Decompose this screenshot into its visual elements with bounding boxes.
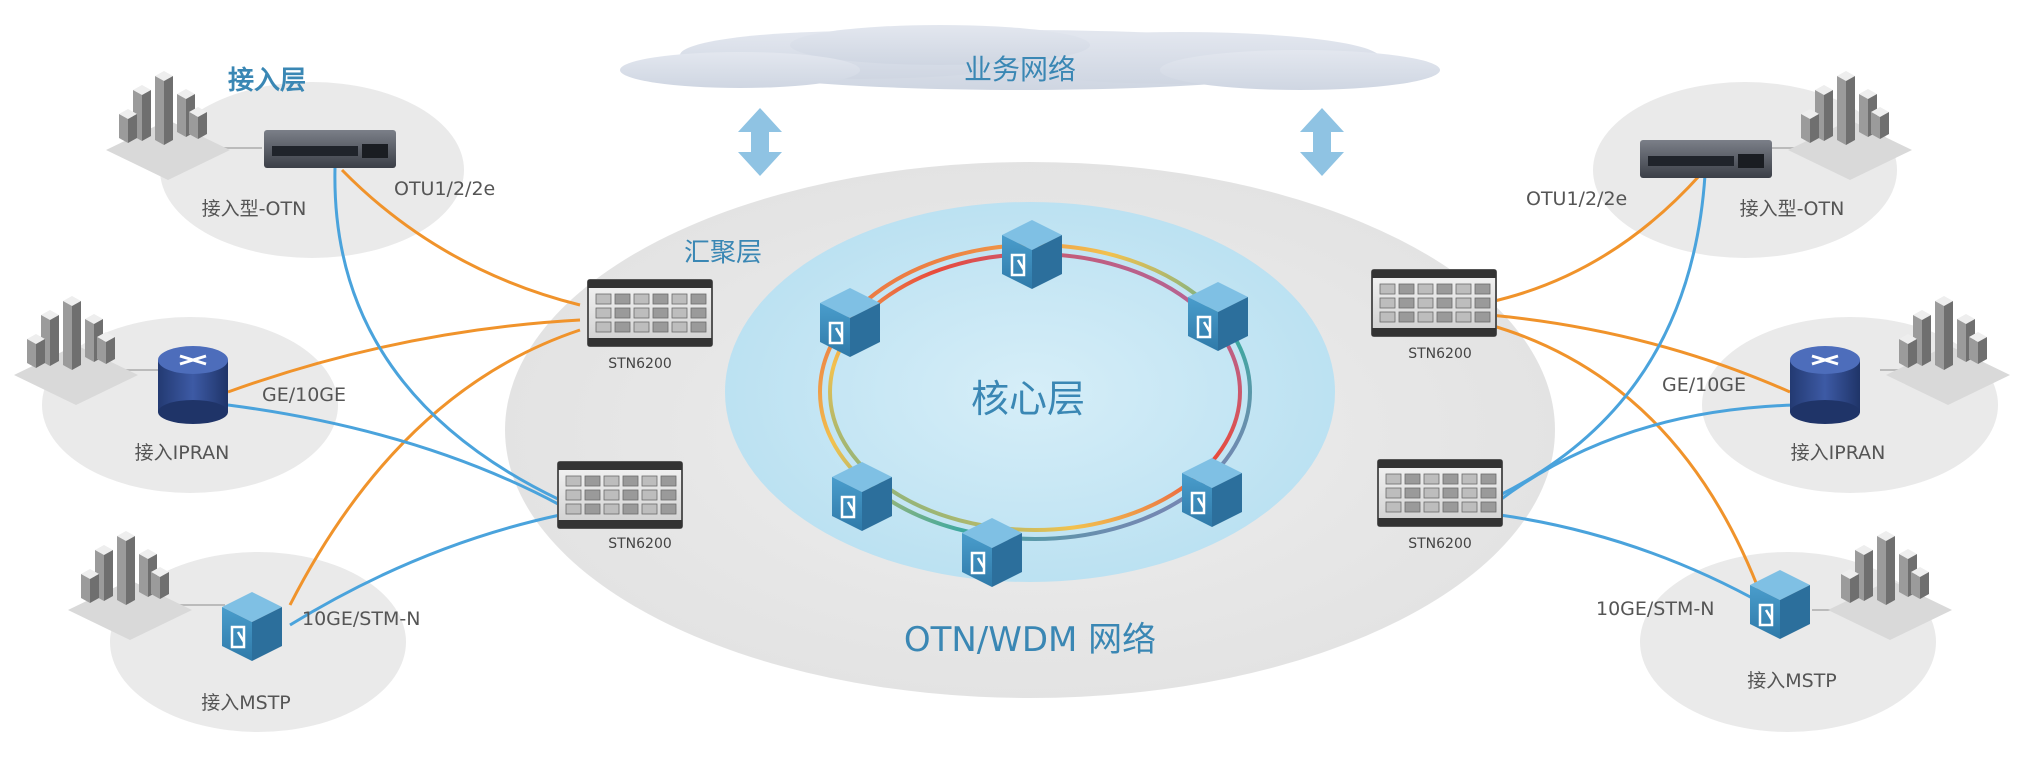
business-network-label: 业务网络	[963, 53, 1077, 86]
cloud-icon	[620, 25, 1440, 90]
otn-node-cube-icon	[832, 462, 892, 531]
right-otn-name: 接入型-OTN	[1739, 198, 1845, 220]
link-right-ipran-to-bottom	[1499, 403, 1796, 502]
access-otn-switch-left	[264, 130, 396, 168]
rack-label-right-top: STN6200	[1408, 346, 1472, 362]
right-ipran-link: GE/10GE	[1662, 374, 1747, 396]
right-mstp-link: 10GE/STM-N	[1596, 598, 1715, 620]
building-icon	[14, 296, 138, 405]
link-left-mstp-to-bottom	[289, 513, 561, 627]
link-left-ipran-to-bottom	[227, 403, 561, 507]
stn6200-rack-icon	[1377, 459, 1503, 527]
router-icon-left	[158, 346, 228, 424]
left-otn-name: 接入型-OTN	[201, 198, 307, 220]
buildings	[14, 71, 2010, 640]
mstp-cube-icon	[1750, 570, 1810, 639]
link-right-mstp-to-top	[1489, 323, 1764, 599]
router-icon-right	[1790, 346, 1860, 424]
building-icon	[68, 531, 192, 640]
double-arrow-left-icon	[738, 108, 782, 176]
left-ipran-name: 接入IPRAN	[134, 442, 230, 464]
link-right-mstp-to-bottom	[1499, 513, 1766, 607]
link-left-ipran-to-top	[227, 318, 581, 394]
aggregation-layer-title: 汇聚层	[684, 238, 763, 268]
link-left-otn-to-bottom	[333, 167, 561, 502]
rack-label-left-bottom: STN6200	[608, 536, 672, 552]
rack-label-right-bottom: STN6200	[1408, 536, 1472, 552]
building-icon	[1828, 531, 1952, 640]
stn6200-rack-icon	[1371, 269, 1497, 337]
right-otn-link: OTU1/2/2e	[1526, 188, 1628, 210]
otn-network-label: OTN/WDM 网络	[903, 620, 1157, 660]
building-icon	[1788, 71, 1912, 180]
otn-node-cube-icon	[1002, 220, 1062, 289]
core-nodes	[222, 220, 1810, 661]
stn6200-racks	[557, 269, 1503, 529]
otn-node-cube-icon	[1188, 282, 1248, 351]
left-otn-link: OTU1/2/2e	[394, 178, 496, 200]
left-ipran-link: GE/10GE	[262, 384, 347, 406]
link-left-mstp-to-top	[288, 328, 581, 606]
link-left-otn-to-top	[340, 168, 581, 307]
left-mstp-link: 10GE/STM-N	[302, 608, 421, 630]
link-right-ipran-to-top	[1489, 313, 1791, 394]
otn-node-cube-icon	[1182, 458, 1242, 527]
right-mstp-name: 接入MSTP	[1747, 670, 1837, 692]
mstp-cube-icon	[222, 592, 282, 661]
double-arrow-right-icon	[1300, 108, 1344, 176]
building-icon	[1886, 296, 2010, 405]
stn6200-rack-icon	[587, 279, 713, 347]
left-otn-circle	[160, 82, 464, 258]
core-layer-title: 核心层	[970, 377, 1086, 421]
otn-node-cube-icon	[962, 518, 1022, 587]
rack-ring-links	[682, 310, 1372, 504]
right-ipran-name: 接入IPRAN	[1790, 442, 1886, 464]
link-right-otn-to-top	[1489, 173, 1702, 304]
rack-label-left-top: STN6200	[608, 356, 672, 372]
stn6200-rack-icon	[557, 461, 683, 529]
building-icon	[106, 71, 230, 180]
access-otn-switch-right	[1640, 140, 1772, 178]
access-layer-title: 接入层	[228, 66, 307, 96]
left-mstp-name: 接入MSTP	[201, 692, 291, 714]
otn-node-cube-icon	[820, 288, 880, 357]
